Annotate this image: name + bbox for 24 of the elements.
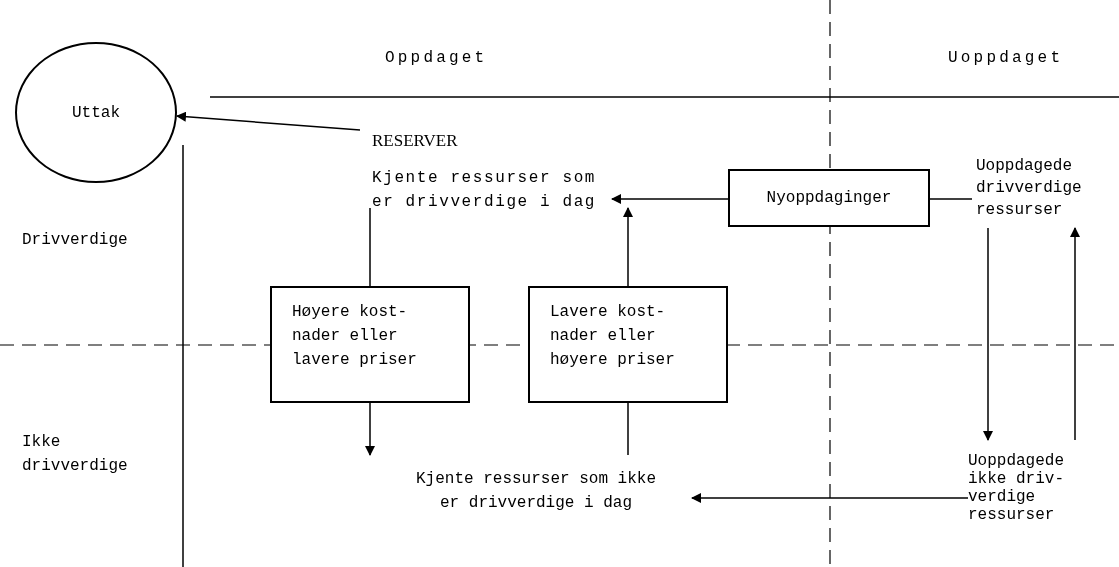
node-text: Uttak (72, 102, 120, 124)
process-box (270, 286, 470, 403)
region-label: Ikke drivverdige (22, 432, 129, 477)
arrow (176, 111, 361, 131)
heading: RESERVER (372, 130, 459, 152)
arrow (611, 194, 729, 204)
arrow (365, 402, 375, 456)
region-label: Drivverdige (22, 230, 128, 251)
circle-node (15, 42, 177, 183)
arrow (623, 207, 633, 287)
node-text: Lavere kost- nader eller høyere priser (550, 302, 676, 371)
process-box (728, 169, 930, 227)
node-text: Høyere kost- nader eller lavere priser (292, 302, 418, 371)
node-text: Uoppdagede drivverdige ressurser (976, 156, 1082, 221)
region-label: Oppdaget (385, 48, 488, 69)
node-text: Kjente ressurser som er drivverdige i dag (372, 167, 598, 213)
arrow (691, 493, 969, 503)
arrow (983, 227, 993, 441)
node-text: Nyoppdaginger (766, 188, 892, 209)
process-box (528, 286, 728, 403)
arrow (1070, 227, 1080, 441)
node-text: Uoppdagede ikke driv- verdige ressurser (968, 452, 1065, 524)
region-label: Uoppdaget (948, 48, 1064, 69)
node-text: Kjente ressurser som ikke er drivverdige i dag (416, 469, 656, 514)
